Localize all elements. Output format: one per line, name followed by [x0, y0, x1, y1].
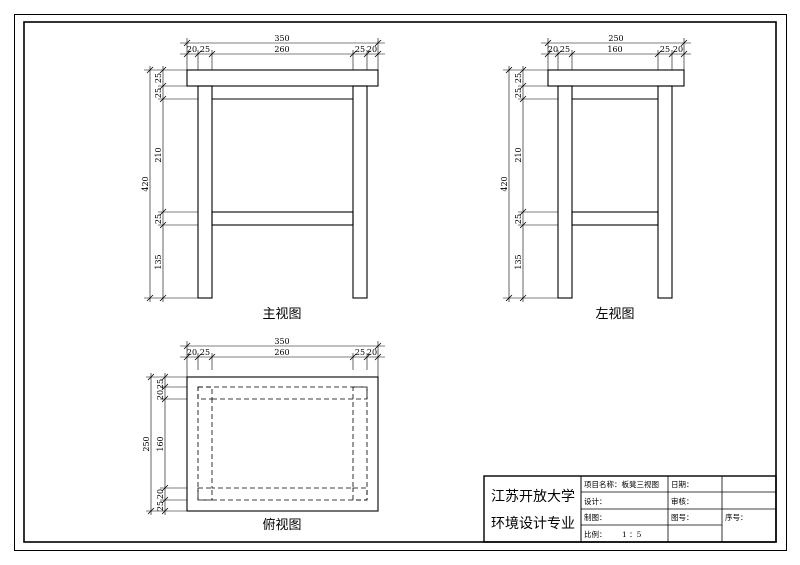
- left-dim-top-b: 25: [514, 88, 523, 98]
- inner-border: [23, 21, 777, 543]
- top-dim-labels: 350 20 25 260 25 20 250 25 20 160 20 25: [142, 337, 377, 511]
- left-leg-left: [557, 85, 573, 299]
- front-view: [186, 69, 379, 299]
- left-seat-top: [547, 69, 685, 87]
- left-view: [547, 69, 685, 299]
- left-dim-lower: 135: [514, 254, 523, 269]
- top-view: [186, 376, 379, 512]
- front-dim-labels: 350 20 25 260 25 20 420 25 25 210 25 135: [141, 34, 377, 270]
- left-dim-mid: 25: [514, 214, 523, 224]
- front-dim-total-height: 420: [141, 176, 150, 191]
- project-name-field: 项目名称：板凳三视图: [584, 479, 659, 489]
- front-view-label: 主视图: [262, 307, 301, 322]
- drawing-number-field: 图号：: [671, 513, 694, 522]
- left-dim-left-b: 25: [560, 45, 570, 54]
- review-field: 审核：: [671, 496, 694, 506]
- front-dim-top-a: 25: [154, 73, 163, 83]
- top-hidden-legs-inner: [211, 398, 354, 489]
- top-view-label: 俯视图: [262, 517, 301, 533]
- title-block: [483, 475, 777, 543]
- left-dim-total-height: 420: [500, 176, 509, 191]
- top-dim-left-b: 25: [200, 348, 210, 357]
- left-dim-middle: 160: [607, 45, 622, 54]
- front-dim-mid: 25: [154, 214, 163, 224]
- top-hidden-leg-bl: [197, 487, 213, 501]
- left-dim-left-a: 20: [548, 45, 558, 54]
- front-dim-middle: 260: [274, 45, 289, 54]
- scale-label: 比例：: [584, 529, 607, 539]
- top-view-hidden-lines: [197, 386, 368, 501]
- serial-number-field: 序号：: [725, 512, 748, 522]
- front-leg-right: [352, 85, 368, 299]
- front-seat-top: [186, 69, 379, 87]
- left-dim-upper: 210: [514, 147, 523, 162]
- left-dimensions: [503, 38, 691, 302]
- top-dim-bottom-a: 20: [156, 489, 165, 499]
- left-dim-total-width: 250: [608, 34, 623, 43]
- drafter-field: 制图：: [584, 512, 607, 522]
- front-dim-right-b: 20: [367, 45, 377, 54]
- top-dim-middle: 260: [274, 348, 289, 357]
- front-stretcher: [211, 211, 354, 226]
- left-dim-right-a: 25: [660, 45, 670, 54]
- front-dimensions: [144, 38, 385, 302]
- left-dim-right-b: 20: [673, 45, 683, 54]
- top-hidden-legs-outer: [197, 386, 368, 501]
- school-name: 江苏开放大学: [491, 489, 575, 505]
- top-hidden-leg-tl: [197, 386, 213, 400]
- outer-border: [14, 14, 787, 551]
- top-dim-right-a: 25: [355, 348, 365, 357]
- top-dimensions: [146, 341, 385, 515]
- top-dim-total-width: 350: [274, 337, 289, 346]
- left-leg-right: [657, 85, 673, 299]
- top-dim-middle-depth: 160: [156, 436, 165, 451]
- designer-field: 设计：: [584, 496, 607, 506]
- front-dim-lower: 135: [154, 254, 163, 269]
- top-dim-left-a: 20: [187, 348, 197, 357]
- left-dim-labels: 250 20 25 160 25 20 420 25 25 210 25 135: [500, 34, 683, 270]
- left-stretcher: [571, 211, 659, 226]
- left-view-label: 左视图: [595, 307, 634, 322]
- top-dim-total-depth: 250: [142, 436, 151, 451]
- top-dim-right-b: 20: [367, 348, 377, 357]
- major-name: 环境设计专业: [491, 516, 575, 532]
- front-dim-left-b: 25: [200, 45, 210, 54]
- top-seat-outline: [186, 376, 379, 512]
- top-dim-top-a: 25: [156, 379, 165, 389]
- front-dim-upper: 210: [154, 147, 163, 162]
- left-dim-top-a: 25: [514, 73, 523, 83]
- front-dim-top-b: 25: [154, 88, 163, 98]
- front-dim-left-a: 20: [187, 45, 197, 54]
- top-dim-top-b: 20: [156, 390, 165, 400]
- front-dim-right-a: 25: [355, 45, 365, 54]
- date-field: 日期：: [671, 480, 694, 489]
- front-leg-left: [197, 85, 213, 299]
- top-dim-bottom-b: 25: [156, 501, 165, 511]
- top-hidden-leg-tr: [352, 386, 368, 400]
- front-dim-total-width: 350: [274, 34, 289, 43]
- top-hidden-leg-br: [352, 487, 368, 501]
- scale-value: 1 ：5: [622, 530, 642, 539]
